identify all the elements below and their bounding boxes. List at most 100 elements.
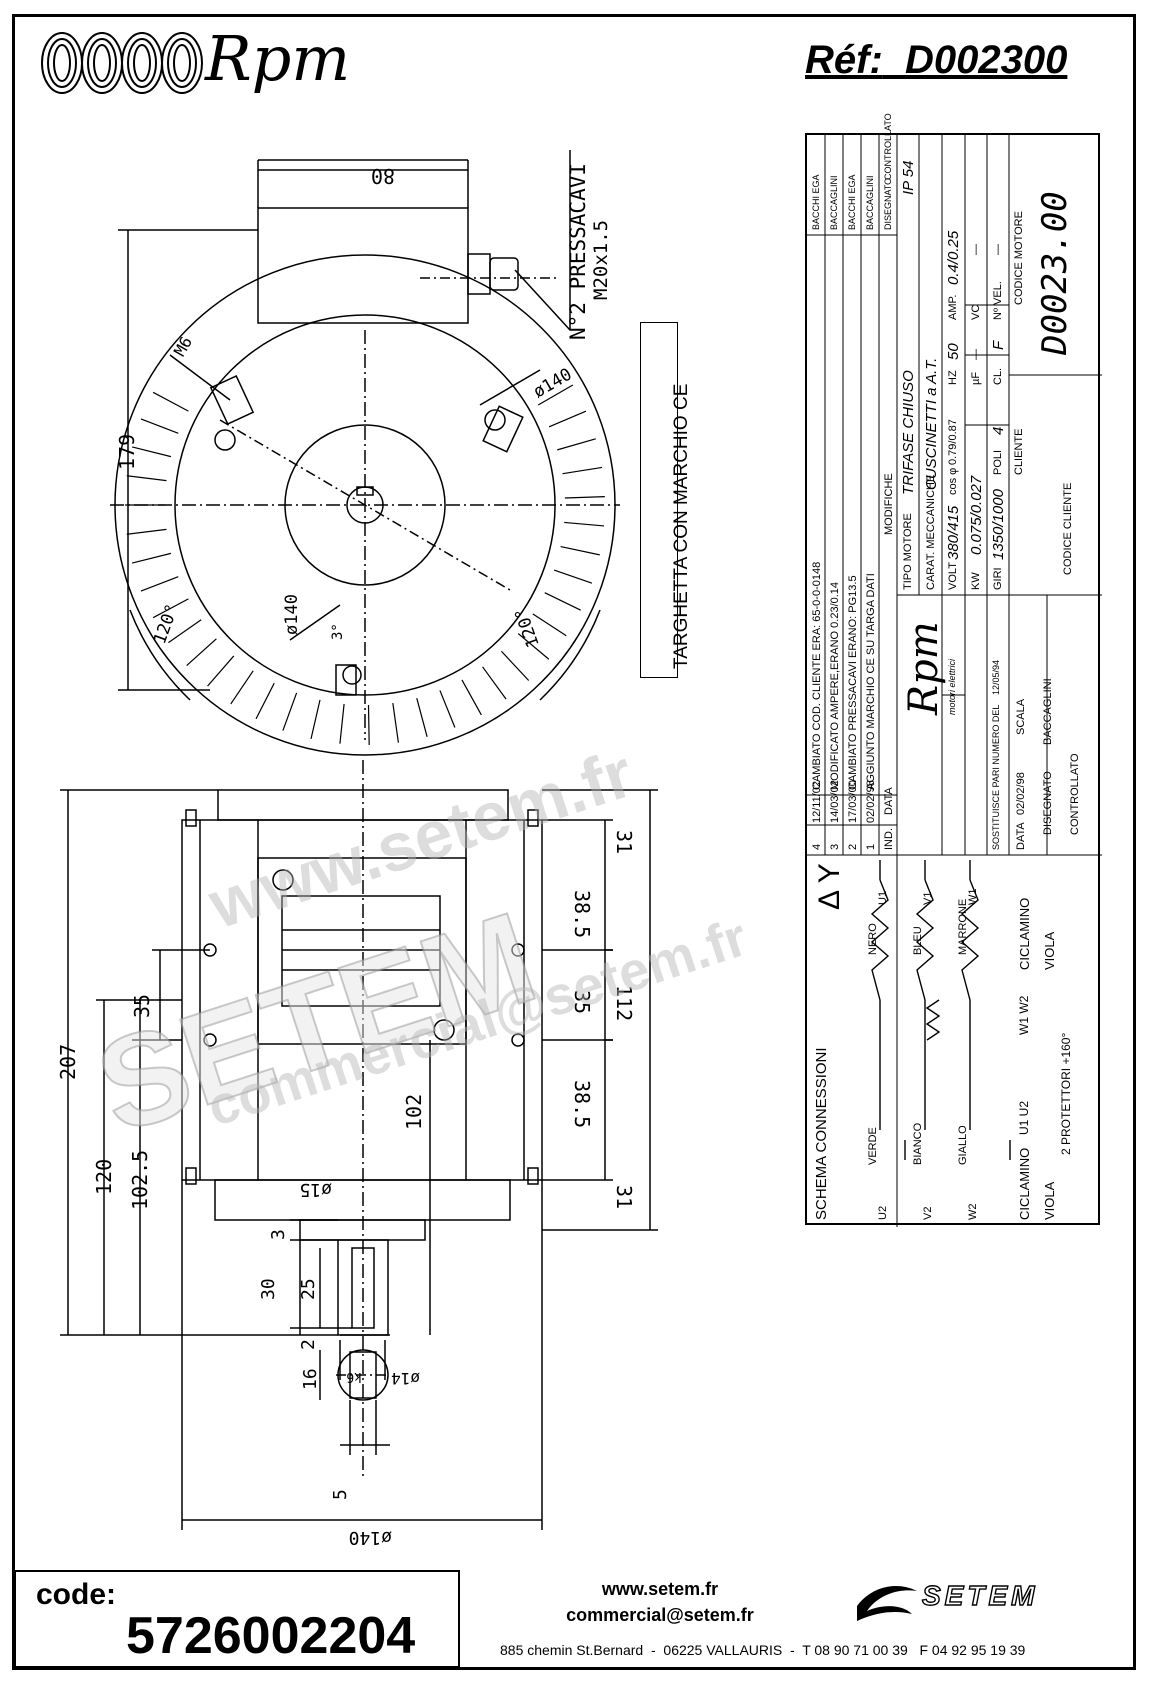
cooling-fin	[140, 418, 179, 434]
col-disegnato: DISEGNATO	[883, 177, 893, 230]
wire-verde: VERDE	[867, 1127, 879, 1165]
title-block: 4 3 2 1 IND. 12/11/02 14/03/02 17/03/00 …	[805, 113, 1102, 1227]
dim-16: 16	[300, 1368, 321, 1390]
viola-left: VIOLA	[1042, 1181, 1057, 1220]
pressacavi-label: N°2 PRESSACAVI	[566, 162, 590, 340]
dim-phi140-mid: ø140	[282, 594, 302, 635]
nvel-value: —	[992, 244, 1004, 255]
cooling-fin	[152, 598, 189, 619]
cooling-fin	[564, 496, 605, 499]
setem-wordmark: SETEM	[921, 1579, 1039, 1611]
data-label: DATA	[1015, 822, 1027, 850]
dim-31-top: 31	[612, 830, 636, 855]
drawing-frame	[12, 14, 1136, 1670]
nameplate-ce-label: TARGHETTA CON MARCHIO CE	[640, 322, 692, 678]
cooling-fin	[131, 446, 172, 458]
cooling-fin	[126, 528, 167, 535]
scala-label: SCALA	[1015, 698, 1027, 735]
cooling-fin	[392, 702, 399, 743]
dim-30: 30	[258, 1278, 279, 1300]
rev-1-ind: 1	[865, 843, 877, 850]
u1u2: U1 U2	[1017, 1100, 1031, 1135]
kw-label: KW	[970, 572, 982, 590]
rev-3-by: BACCAGLINI	[829, 175, 839, 230]
email-link[interactable]: commercial@setem.fr	[566, 1605, 754, 1625]
poli-value: 4	[990, 426, 1007, 435]
cooling-fins	[125, 384, 605, 745]
cooling-fin	[532, 613, 567, 637]
wire-giallo: GIALLO	[957, 1125, 969, 1165]
rev-2-text: CAMBIATO PRESSACAVI ERANO: PG13.5	[847, 575, 859, 790]
dim-3: 3	[268, 1229, 289, 1240]
kw-value: 0.075/0.027	[968, 475, 985, 555]
connection-schema	[870, 860, 1011, 1160]
dim-phi15: ø15	[299, 1179, 332, 1200]
cooling-fin	[131, 552, 172, 564]
codice-motore-label: CODICE MOTORE	[1013, 211, 1025, 305]
giri-label: GIRI	[992, 567, 1004, 590]
nvel-label: Nº VEL.	[992, 281, 1004, 320]
wire-marrone: MARRONE	[957, 898, 969, 955]
carat-label: CARAT. MECCANICHE	[925, 474, 937, 590]
cooling-fin	[482, 666, 507, 700]
cooling-fin	[560, 545, 600, 556]
term-u1: U1	[877, 890, 889, 905]
cooling-fin	[544, 592, 581, 611]
dim-112: 112	[612, 985, 636, 1022]
delta-star: Δ Y	[813, 863, 846, 910]
term-v1: V1	[922, 891, 934, 905]
uf-label: µF	[970, 371, 982, 385]
cooling-fin	[439, 690, 456, 728]
pressacavi-thread: M20x1.5	[590, 219, 612, 300]
sostituisce-label: SOSTITUISCE PARI NUMERO DEL	[991, 704, 1001, 850]
col-modifiche: MODIFICHE	[883, 473, 895, 535]
cooling-fin	[517, 633, 550, 660]
contacts: www.setem.fr commercial@setem.fr	[560, 1576, 760, 1628]
term-v2: V2	[922, 1206, 934, 1220]
wire-nero: NERO	[867, 923, 879, 955]
dim-5: 5	[330, 1489, 351, 1500]
controllato-label: CONTROLLATO	[1069, 753, 1081, 836]
setem-swoosh-icon	[857, 1586, 917, 1621]
dim-35-right: 35	[570, 990, 594, 1015]
ip-rating: IP 54	[900, 160, 917, 195]
rev-4-by: BACCHI EGA	[811, 174, 821, 230]
disegnato-label: DISEGNATO	[1042, 771, 1054, 835]
title-block-grid	[807, 135, 1102, 1227]
cooling-fin	[367, 704, 370, 745]
amp-label: AMP.	[947, 294, 959, 320]
cooling-fin	[186, 638, 217, 667]
rpm-wordmark: Rpm	[205, 22, 351, 95]
ciclamino-left: CICLAMINO	[1017, 1147, 1032, 1220]
term-u2: U2	[877, 1205, 889, 1220]
dim-80: 80	[370, 164, 395, 188]
rev-1-text: AGGIUNTO MARCHIO CE SU TARGA DATI	[865, 573, 877, 790]
cooling-fin	[310, 699, 321, 739]
volt-label: VOLT	[947, 562, 959, 590]
dim-38-5-top: 38.5	[570, 890, 594, 939]
giri-value: 1350/1000	[990, 489, 1007, 560]
rev-3-text: MODIFICATO AMPERE,ERANO 0.23/0.14	[829, 581, 841, 790]
cooling-fin	[416, 698, 428, 737]
dim-38-5-bot: 38.5	[570, 1080, 594, 1129]
sostituisce-date: 12/05/94	[991, 659, 1001, 695]
table-rpm-brand: Rpm	[901, 621, 947, 715]
nameplate-area	[257, 857, 467, 1045]
dim-102: 102	[402, 1093, 426, 1130]
website-link[interactable]: www.setem.fr	[601, 1579, 719, 1599]
wire-bleu: BLEU	[912, 926, 924, 955]
cooling-fin	[255, 682, 275, 720]
col-data: DATA	[883, 787, 895, 815]
col-ind: IND.	[883, 828, 895, 850]
cooling-fin	[126, 475, 167, 482]
cl-value: F	[990, 340, 1007, 350]
dim-179: 179	[115, 433, 139, 470]
tipo-motore-label: TIPO MOTORE	[902, 513, 914, 590]
cos-label: cos φ	[947, 467, 959, 495]
table-rpm-sub: motori elettrici	[947, 658, 957, 715]
rev-2-ind: 2	[847, 843, 859, 850]
ref-value: D002300	[905, 38, 1068, 82]
cooling-fin	[152, 391, 189, 412]
cooling-fin	[564, 521, 605, 527]
dim-phi14: ø14	[391, 1369, 420, 1388]
